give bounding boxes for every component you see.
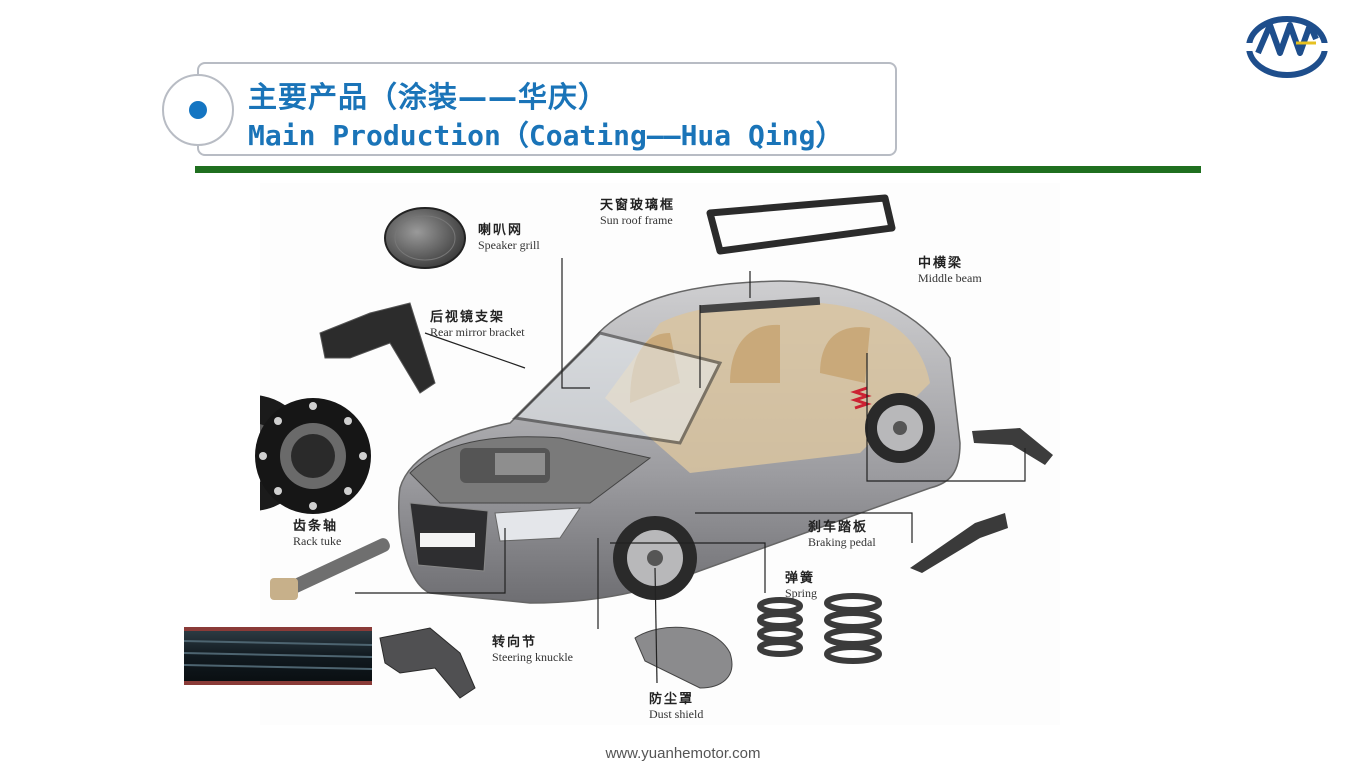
label-cn: 后视镜支架 — [430, 310, 506, 325]
label-en: Dust shield — [649, 707, 704, 721]
label-sun-roof-frame: 天窗玻璃框 Sun roof frame — [600, 194, 675, 228]
label-cn: 刹车踏板 — [808, 520, 869, 535]
title-bullet-dot — [189, 101, 207, 119]
label-spring: 弹簧 Spring — [785, 567, 817, 601]
label-cn: 喇叭网 — [478, 223, 524, 238]
label-en: Sun roof frame — [600, 213, 673, 227]
label-cn: 中横梁 — [918, 256, 964, 271]
company-logo-icon — [1244, 16, 1330, 78]
title-box — [197, 62, 897, 156]
speaker-grill-part — [384, 207, 466, 269]
rack-tuke-rod-part — [270, 538, 390, 600]
middle-beam-bracket-part — [972, 428, 1053, 465]
label-en: Rear mirror bracket — [430, 325, 525, 339]
title-divider — [195, 166, 1201, 173]
coated-tubes-photo — [184, 627, 372, 685]
label-en: Speaker grill — [478, 238, 540, 252]
leader-lines — [355, 258, 1026, 684]
label-en: Spring — [785, 586, 818, 600]
footer-url: www.yuanhemotor.com — [605, 745, 761, 762]
label-braking-pedal: 刹车踏板 Braking pedal — [808, 516, 876, 550]
car-body — [398, 280, 961, 604]
rack-tuke-flange-photo — [255, 398, 371, 514]
label-en: Middle beam — [918, 271, 982, 285]
label-cn: 转向节 — [492, 635, 538, 650]
car-illustration — [194, 194, 1053, 699]
rear-mirror-bracket-part — [319, 302, 436, 394]
label-en: Braking pedal — [808, 535, 876, 549]
label-speaker-grill: 喇叭网 Speaker grill — [478, 219, 540, 253]
label-en: Rack tuke — [293, 534, 342, 548]
label-middle-beam: 中横梁 Middle beam — [918, 252, 982, 286]
braking-pedal-part — [910, 513, 1008, 573]
label-en: Steering knuckle — [492, 650, 573, 664]
label-dust-shield: 防尘罩 Dust shield — [649, 688, 703, 722]
page-title-english: Main Production（Coating——Hua Qing） — [248, 119, 844, 152]
car-parts-diagram: 天窗玻璃框 Sun roof frame 喇叭网 Speaker grill 中… — [194, 183, 1060, 725]
label-cn: 天窗玻璃框 — [600, 198, 676, 213]
page-title-chinese: 主要产品（涂装——华庆） — [248, 80, 609, 114]
label-cn: 防尘罩 — [649, 692, 695, 707]
spring-part — [757, 593, 882, 664]
steering-knuckle-part — [379, 627, 476, 699]
dust-shield-part — [634, 626, 733, 689]
label-rear-mirror-bracket: 后视镜支架 Rear mirror bracket — [430, 306, 525, 340]
label-cn: 弹簧 — [785, 571, 816, 586]
label-steering-knuckle: 转向节 Steering knuckle — [492, 631, 573, 665]
sun-roof-frame-part — [706, 194, 896, 255]
label-cn: 齿条轴 — [293, 519, 339, 534]
label-rack-tuke: 齿条轴 Rack tuke — [293, 515, 341, 549]
